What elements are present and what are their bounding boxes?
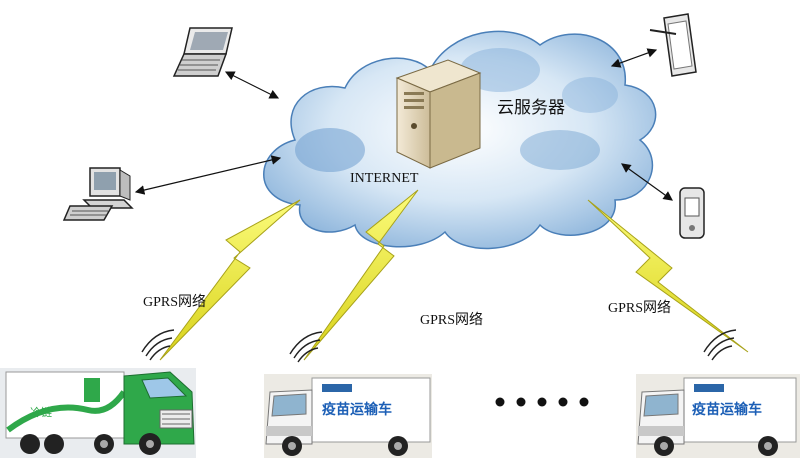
handheld-phone-icon <box>679 187 705 239</box>
gprs-bolt-middle <box>303 189 419 361</box>
gprs-label-left: GPRS网络 <box>143 294 206 310</box>
vaccine-truck-text: 疫苗运输车 <box>322 401 392 418</box>
signal-icon <box>141 329 175 361</box>
gprs-bolt-right <box>587 199 749 353</box>
gprs-label-right: GPRS网络 <box>608 300 671 316</box>
device-links <box>134 48 673 201</box>
gprs-bolt-left <box>159 199 301 361</box>
green-truck-photo: 冷链 <box>0 368 196 458</box>
server-label: 云服务器 <box>497 98 565 117</box>
internet-label: INTERNET <box>350 171 419 186</box>
gprs-label-middle: GPRS网络 <box>420 312 483 328</box>
desktop-link-arrow <box>134 155 282 195</box>
vaccine-truck-photo <box>264 374 432 458</box>
tablet-icon <box>649 13 697 77</box>
more-vehicles-dots <box>495 397 589 407</box>
tablet-link-arrow <box>610 48 658 68</box>
server-icon <box>395 59 482 169</box>
phone-link-arrow <box>621 163 673 201</box>
laptop-icon <box>172 27 233 77</box>
svg-text:冷链: 冷链 <box>30 405 52 419</box>
vaccine-truck-text: 疫苗运输车 <box>692 401 762 418</box>
vaccine-truck-photo <box>636 374 800 458</box>
signal-icon <box>289 331 323 363</box>
signal-icon <box>703 329 737 361</box>
desktop-pc-icon <box>62 167 134 221</box>
laptop-link-arrow <box>224 71 280 99</box>
